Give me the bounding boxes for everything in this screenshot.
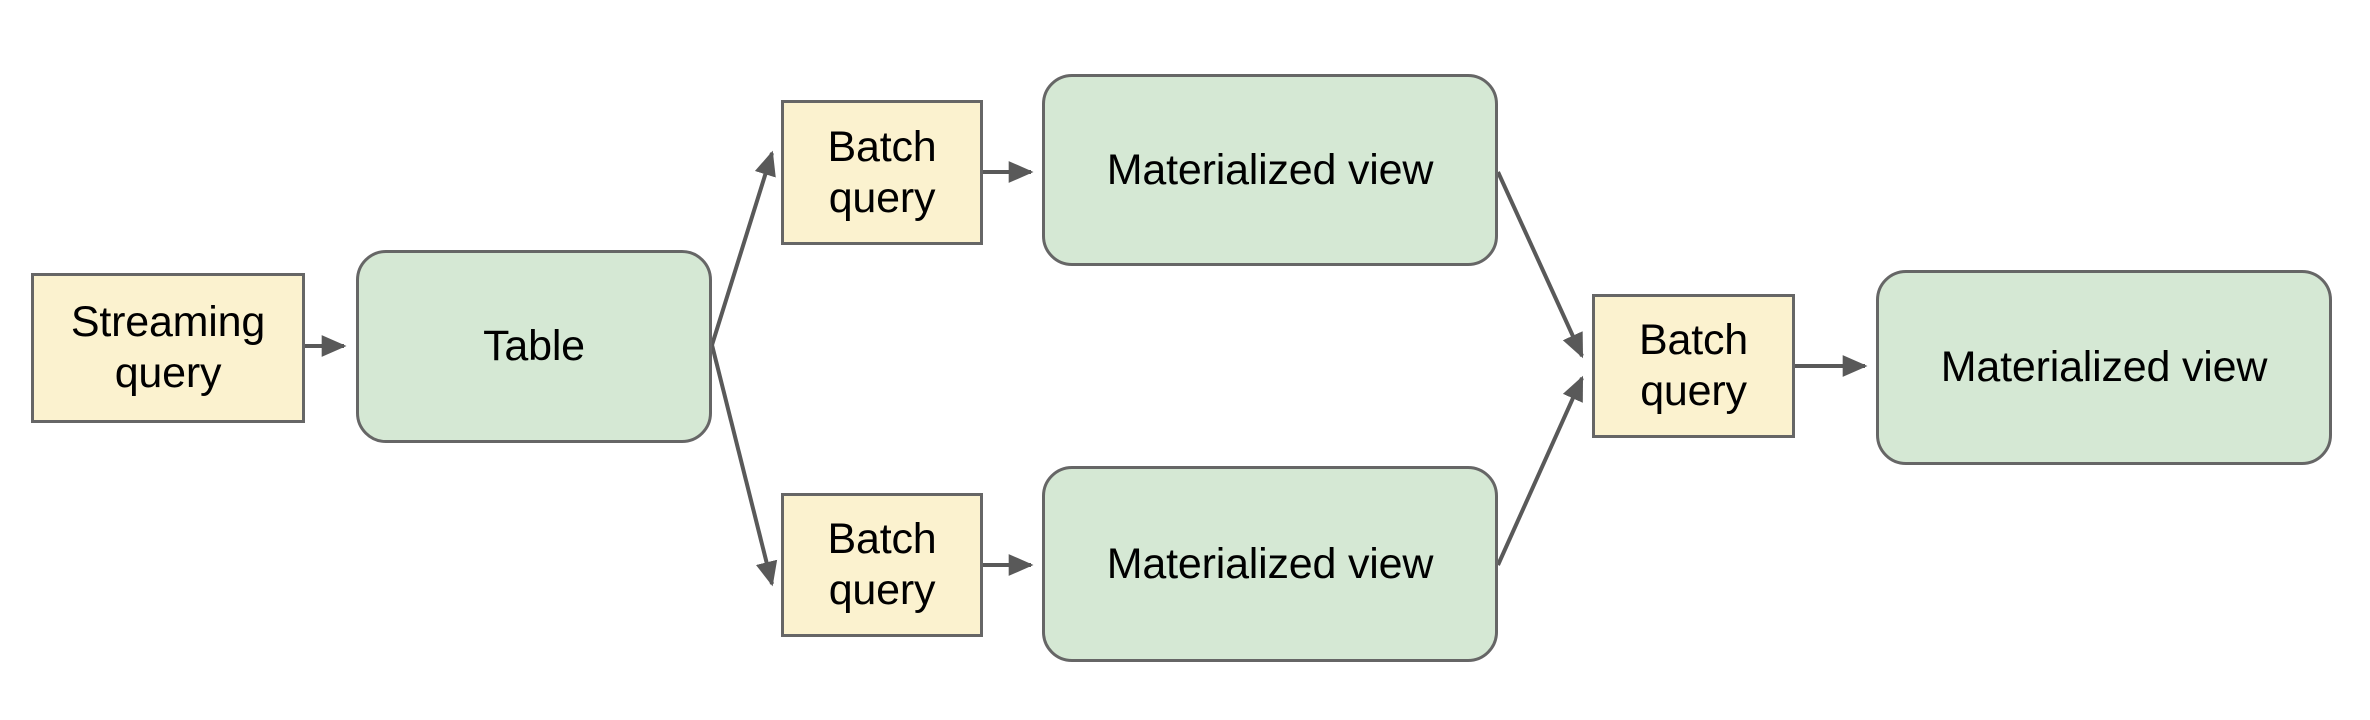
edge-table-to-batch-query-top (710, 150, 776, 346)
edge-table-to-batch-query-bottom (710, 344, 778, 587)
node-batch-query-bottom[interactable]: Batch query (781, 493, 983, 637)
node-label-table: Table (483, 322, 585, 371)
node-materialized-view-right[interactable]: Materialized view (1876, 270, 2332, 465)
node-table[interactable]: Table (356, 250, 712, 443)
node-label-materialized-view-top: Materialized view (1106, 145, 1434, 194)
node-label-batch-query-top: Batch query (827, 122, 937, 222)
node-label-batch-query-bottom: Batch query (827, 515, 937, 614)
edge-materialized-view-top-to-batch-query-right (1496, 171, 1584, 359)
node-batch-query-top[interactable]: Batch query (781, 100, 983, 245)
node-materialized-view-top[interactable]: Materialized view (1042, 74, 1498, 266)
node-batch-query-right[interactable]: Batch query (1592, 294, 1795, 438)
node-materialized-view-bottom[interactable]: Materialized view (1042, 466, 1498, 662)
edge-materialized-view-bottom-to-batch-query-right (1496, 375, 1584, 566)
node-streaming-query[interactable]: Streaming query (31, 273, 305, 423)
node-label-materialized-view-bottom: Materialized view (1106, 539, 1434, 588)
node-label-materialized-view-right: Materialized view (1940, 343, 2268, 392)
node-label-batch-query-right: Batch query (1639, 316, 1748, 415)
node-label-streaming-query: Streaming query (70, 298, 266, 397)
